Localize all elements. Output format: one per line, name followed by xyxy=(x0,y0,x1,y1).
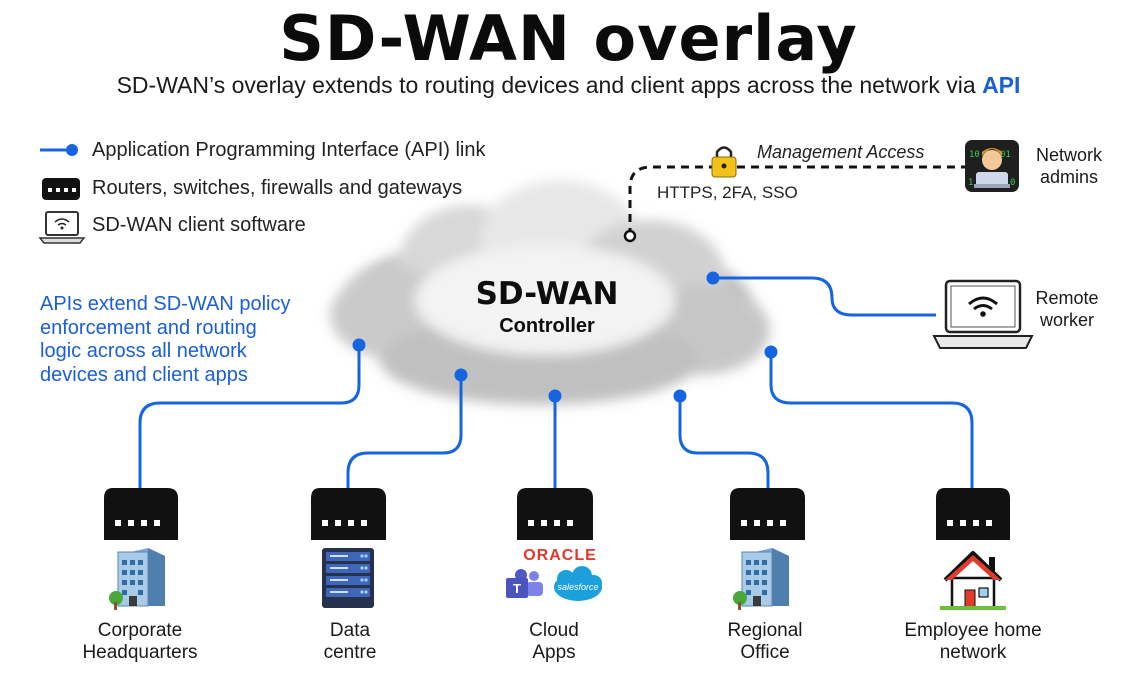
node-label-line: Office xyxy=(740,642,790,663)
node-label-line: Headquarters xyxy=(82,642,198,663)
node-label-line: Data xyxy=(329,620,371,641)
network-admins-line: admins xyxy=(1039,167,1099,187)
network-admins-line: Network xyxy=(1035,145,1102,165)
subtitle-text: SD-WAN’s overlay extends to routing devi… xyxy=(116,72,976,98)
subtitle-api-highlight: API xyxy=(982,72,1021,98)
router-icon-datacentre xyxy=(311,488,386,540)
office-building-icon-hq xyxy=(109,548,165,610)
node-label-line: network xyxy=(939,642,1007,663)
node-label-line: Employee home xyxy=(904,620,1042,641)
api-note-line: devices and client apps xyxy=(40,363,248,386)
node-label-cloud: Cloud Apps xyxy=(494,620,614,664)
management-access-link xyxy=(623,165,965,243)
office-building-icon-regional xyxy=(733,548,789,610)
legend-api-link-icon xyxy=(40,144,78,156)
node-label-hq: Corporate Headquarters xyxy=(60,620,220,664)
node-label-line: Corporate xyxy=(97,620,183,641)
page-title: SD-WAN overlay xyxy=(279,2,858,75)
security-label: HTTPS, 2FA, SSO xyxy=(657,183,798,202)
remote-worker-link xyxy=(706,271,936,317)
node-label-line: Cloud xyxy=(529,620,579,641)
cloud-shape xyxy=(330,180,770,405)
network-admins-label: Network admins xyxy=(1024,144,1114,188)
management-access-label: Management Access xyxy=(757,142,925,162)
router-icon-home xyxy=(936,488,1010,540)
api-link-hq xyxy=(138,338,366,488)
legend-label-api: Application Programming Interface (API) … xyxy=(92,139,486,161)
api-note-line: logic across all network xyxy=(40,340,247,362)
remote-worker-line: worker xyxy=(1039,310,1094,330)
svg-text:salesforce: salesforce xyxy=(557,582,598,592)
api-link-cloud xyxy=(548,389,562,488)
node-label-line: centre xyxy=(323,642,377,663)
controller-title: SD-WAN xyxy=(475,276,619,312)
node-label-line: Apps xyxy=(532,642,576,663)
api-link-home xyxy=(764,345,974,488)
server-rack-icon xyxy=(322,548,374,608)
legend-label-client: SD-WAN client software xyxy=(92,214,306,236)
remote-worker-label: Remote worker xyxy=(1022,287,1112,331)
remote-worker-line: Remote xyxy=(1035,288,1099,308)
teams-logo-icon: T xyxy=(506,569,543,598)
oracle-logo: ORACLE xyxy=(523,547,597,564)
api-note-line: enforcement and routing xyxy=(40,316,257,339)
node-label-regional: Regional Office xyxy=(705,620,825,664)
page-subtitle: SD-WAN’s overlay extends to routing devi… xyxy=(0,72,1137,99)
network-admin-icon: 10 01 01 1 0 xyxy=(965,140,1019,192)
lock-icon xyxy=(711,146,737,178)
svg-text:0: 0 xyxy=(1010,178,1015,188)
api-note-line: APIs extend SD-WAN policy xyxy=(40,293,291,315)
router-icon-hq xyxy=(104,488,178,540)
svg-text:01: 01 xyxy=(1000,150,1011,160)
api-link-regional xyxy=(673,389,770,488)
node-label-line: Regional xyxy=(727,620,803,641)
svg-text:1: 1 xyxy=(968,178,973,188)
house-icon xyxy=(940,551,1006,610)
node-label-datacentre: Data centre xyxy=(290,620,410,664)
node-label-home: Employee home network xyxy=(888,620,1058,664)
router-icon-regional xyxy=(730,488,805,540)
remote-worker-laptop-icon xyxy=(932,279,1034,349)
legend-label-routers: Routers, switches, firewalls and gateway… xyxy=(92,177,463,199)
router-icon-cloud xyxy=(517,488,593,540)
legend-laptop-client-icon xyxy=(38,211,86,244)
api-link-datacentre xyxy=(346,368,468,488)
svg-text:T: T xyxy=(513,581,521,596)
api-note: APIs extend SD-WAN policy enforcement an… xyxy=(40,293,290,387)
salesforce-logo-icon: salesforce xyxy=(554,566,602,601)
legend-router-icon xyxy=(42,178,80,200)
controller-subtitle: Controller xyxy=(499,315,595,337)
